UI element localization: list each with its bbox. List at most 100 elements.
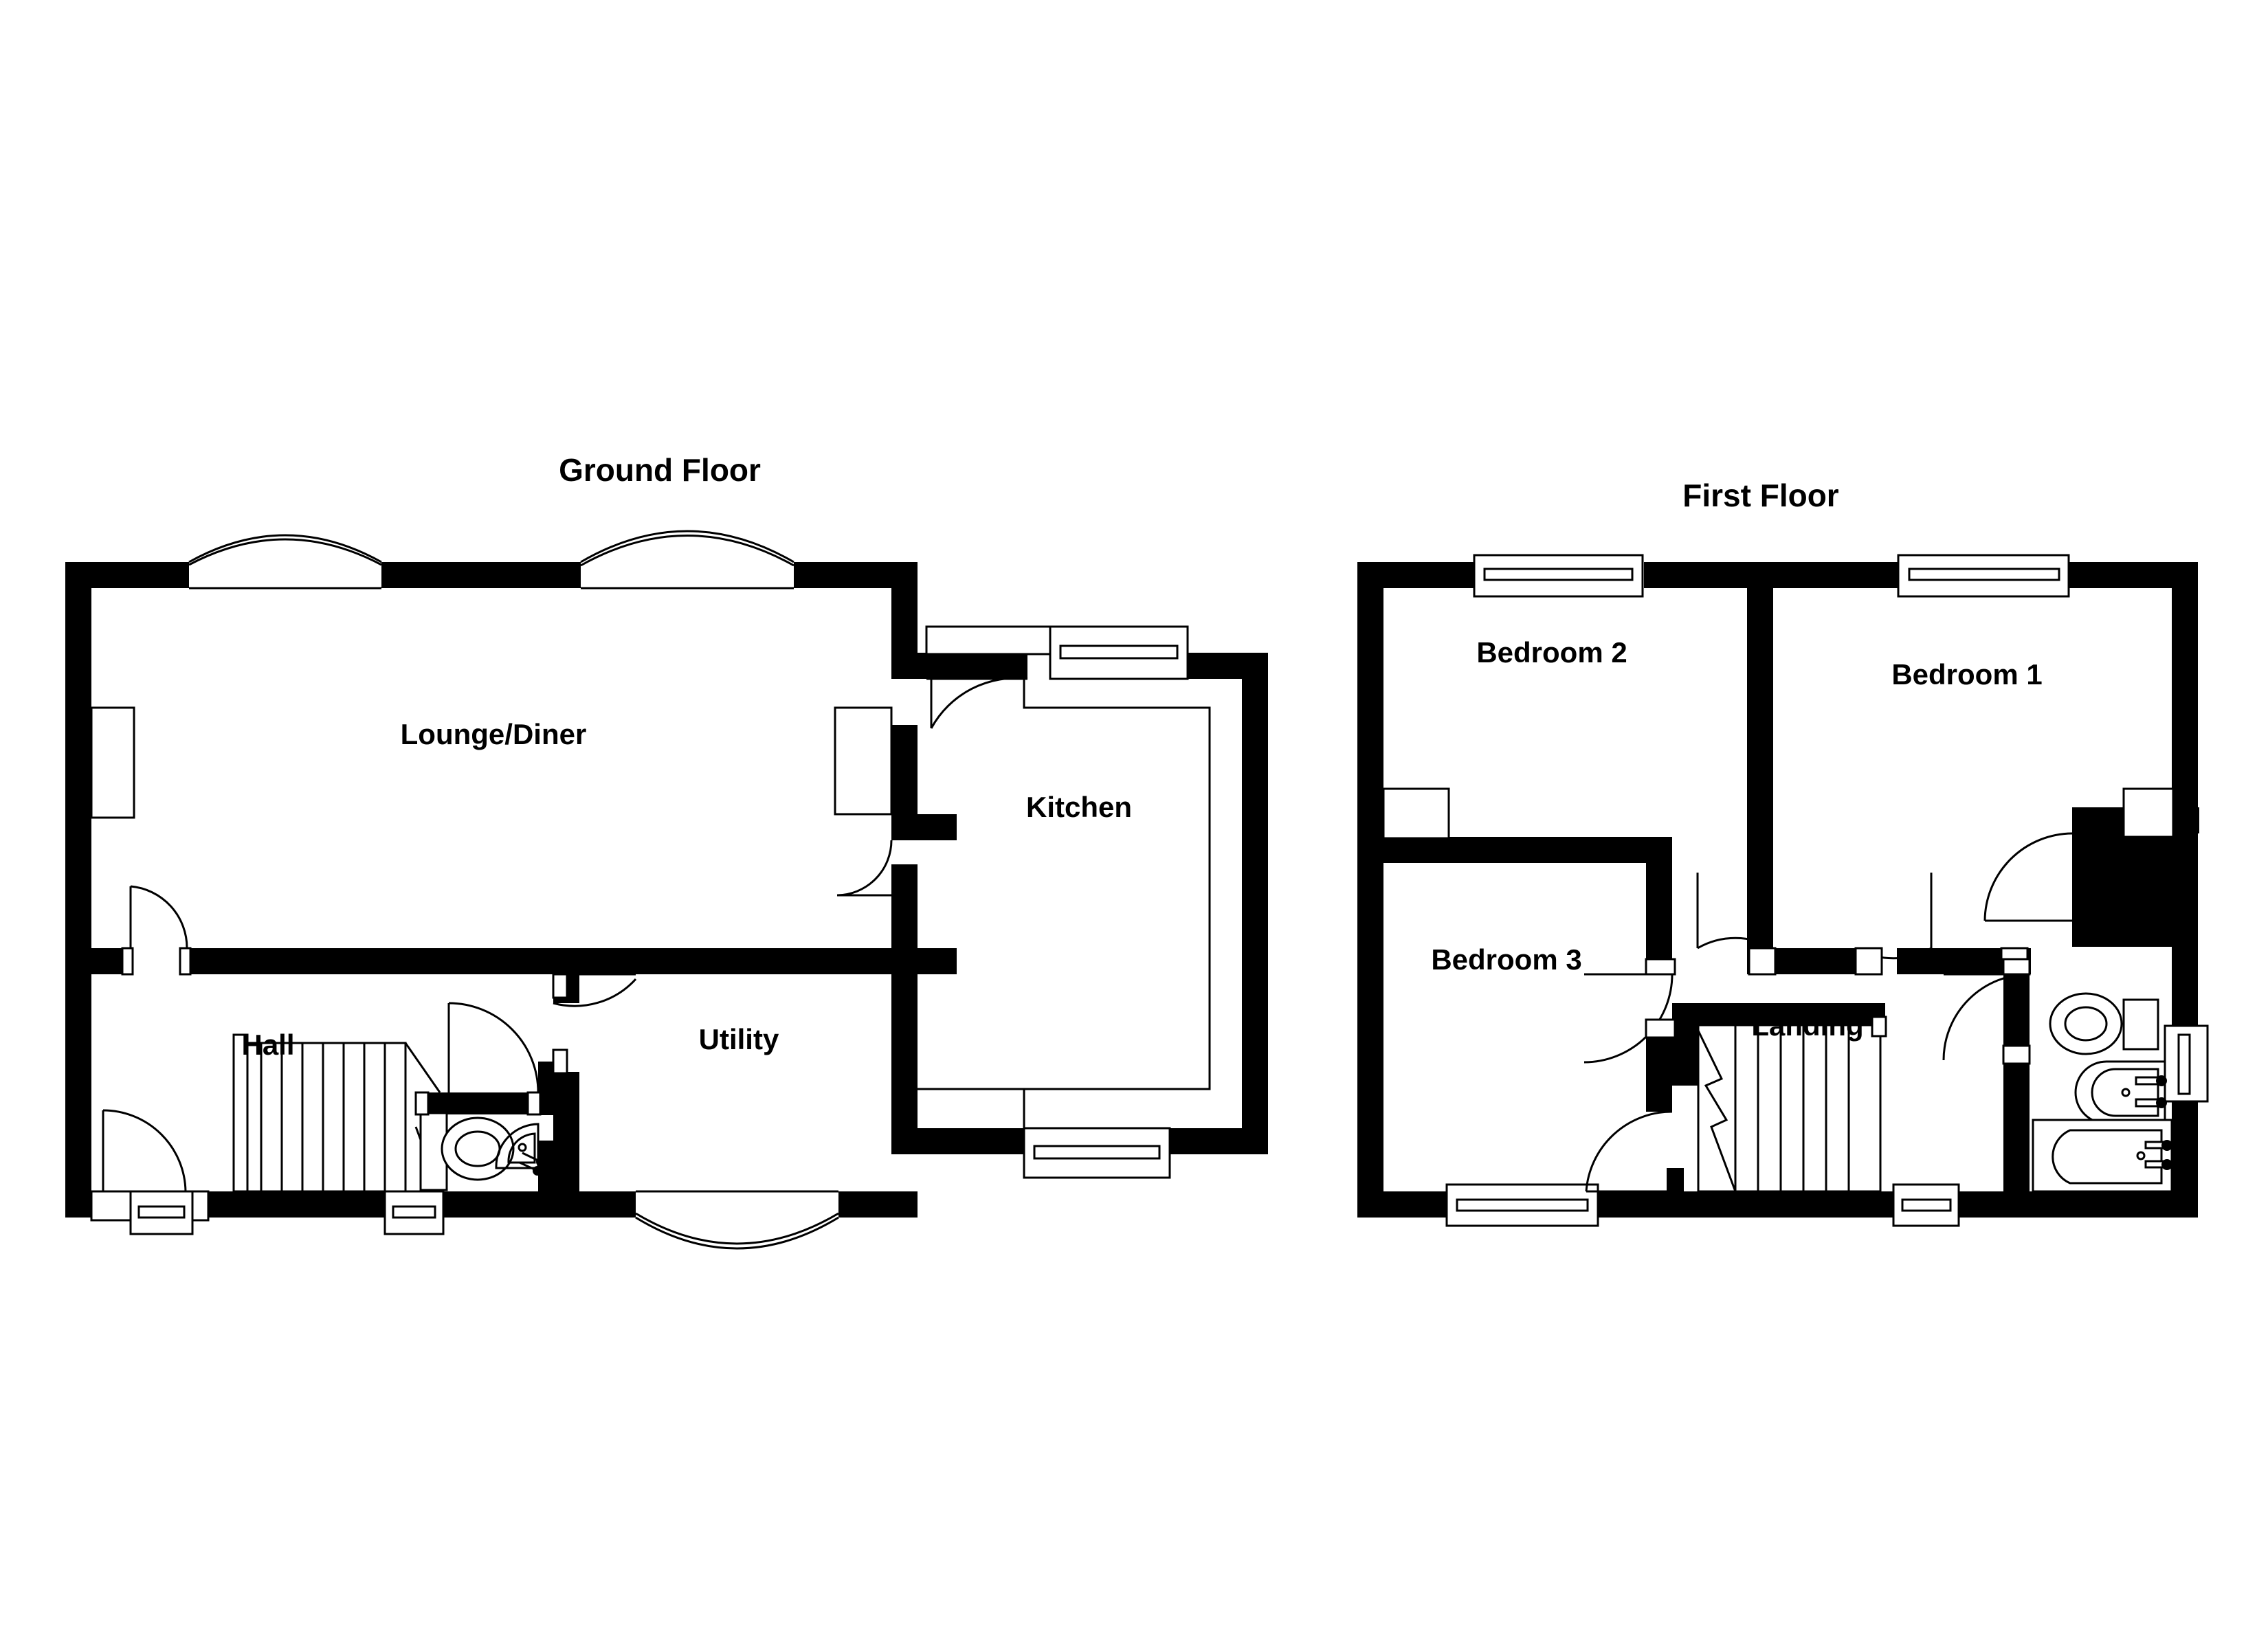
wall-bedroom2-bedroom1-divider [1747,588,1773,974]
wc-toilet-pan [441,1117,515,1181]
bedroom1-alcove [2122,787,2175,838]
wall-hall-lounge-left [65,948,131,974]
wall-kitchen-bottom-right [1168,1128,1268,1154]
door-lounge-kitchen-swing [836,840,893,897]
wall-lounge-kitchen-jog-lower [891,948,957,974]
door-bedroom3-jamb-bottom [1645,1018,1676,1039]
wc-cistern [419,1112,448,1191]
door-bedroom1-jamb-left [1854,947,1883,976]
stair-newel [246,1042,263,1193]
door-bedroom2-swing [1697,936,1774,950]
wall-kitchen-top-left [918,653,1027,679]
ground-floor-title: Ground Floor [559,452,761,488]
door-bathroom-jamb-bottom [2002,1044,2031,1065]
stair-treads [260,1042,407,1193]
bathroom-bath-inner [2052,1129,2163,1185]
wc-basin-plug [518,1143,527,1152]
window-bedroom2-bar [1483,568,1634,581]
door-bathroom-jamb-top [2002,958,2031,976]
wall-hall-bottom-left-corner [65,1191,91,1218]
door-kitchen-lobby-swing [930,677,1028,729]
window-landing-bar [1901,1198,1952,1212]
room-label-hall: Hall [241,1029,294,1061]
window-bedroom1-bar [1908,568,2060,581]
door-airing-cupboard-swing [1983,832,2073,921]
window-kitchen-top-bar [1059,644,1179,660]
window-bedroom3-bar [1456,1198,1589,1212]
wall-bedroom2-bedroom3-divider [1383,837,1672,863]
wall-first-bottom-seg1 [1357,1191,1447,1218]
wall-first-top-seg1 [1357,562,1474,588]
bathroom-bath-tap-knob-1 [2161,1140,2172,1151]
bathroom-basin-tap-2 [2135,1098,2159,1108]
landing-stair-winder [1697,1030,1737,1192]
door-lounge-hall-jamb-right [179,947,192,976]
wc-basin-bowl [507,1132,536,1164]
wall-bedroom1-bathroom-block [2072,833,2172,947]
window-hall-bar [137,1205,186,1219]
wall-bathroom-left [2003,974,2030,1191]
lounge-alcove-right [834,706,893,816]
bathroom-cistern [2122,998,2159,1051]
wall-stairwell-stub-bottom [1667,1168,1684,1191]
door-wc-swing [448,1002,540,1093]
bathroom-bath-tap-knob-2 [2161,1159,2172,1170]
wall-first-top-seg3 [2069,562,2198,588]
bow-window-lounge-right-inner [580,535,794,567]
door-utility-jamb-top [552,973,568,999]
wall-utility-bottom-right [838,1191,918,1218]
wall-lounge-front-left [65,562,189,588]
room-label-bedroom-1: Bedroom 1 [1891,658,2042,691]
bathroom-toilet-pan [2049,992,2123,1055]
room-label-lounge-diner: Lounge/Diner [401,718,587,750]
room-label-bedroom-2: Bedroom 2 [1476,636,1627,669]
door-wc-jamb-right [526,1091,542,1116]
wall-kitchen-bottom-left [914,1128,1024,1154]
wall-first-right-exterior [2172,562,2198,1218]
wall-lounge-kitchen-jog [891,814,957,840]
door-lounge-hall-jamb-left [121,947,134,976]
landing-stair-block [1697,1024,1882,1193]
wall-utility-kitchen-divider [891,974,918,1154]
door-bedroom2-jamb [1748,947,1777,976]
bathroom-basin-plug [2121,1088,2131,1097]
window-wc-bar [392,1205,436,1219]
bow-window-lounge-left-inner [188,538,382,566]
wc-basin-tap-knob-2 [533,1166,542,1176]
bow-window-utility-outer [635,1216,839,1250]
bathroom-basin-surround [2074,1060,2166,1125]
wall-hall-bottom-seg3 [430,1191,577,1218]
wall-lounge-right-mid [891,725,918,824]
door-utility-jamb-bottom [552,1048,568,1075]
first-floor-group: First Floor Bedroom 2 Bedroom 1 Bedroom … [1357,478,2209,1227]
stair-tread-block [260,1042,407,1193]
wall-bedroom3-right-upper [1646,837,1672,974]
landing-stair-newel [1871,1016,1887,1037]
door-bedroom3-jamb-top [1645,958,1676,976]
stair-winder-edge [404,1042,441,1093]
wall-first-top-seg2 [1644,562,1898,588]
bathroom-basin-tap-knob-2 [2156,1097,2167,1108]
window-kitchen-bottom-bar [1033,1145,1161,1160]
first-floor-title: First Floor [1682,478,1839,513]
bow-window-lounge-left-outer [188,534,382,563]
lounge-chimney-breast [90,706,135,819]
front-door-swing [102,1109,187,1192]
bathroom-basin-bowl [2091,1068,2159,1117]
wall-kitchen-right-exterior [1242,653,1268,1154]
bathroom-toilet-seat [2064,1006,2108,1042]
room-label-kitchen: Kitchen [1026,791,1132,823]
bathroom-basin-tap-knob-1 [2156,1075,2167,1086]
wall-stairwell-top [1672,1003,1885,1025]
bedroom2-alcove [1382,787,1450,840]
wall-bedroom3-right-lower [1646,1036,1672,1112]
ground-floor-group: Ground Floor Lounge/Diner Kitchen Hall U… [65,452,1268,1250]
bow-window-utility-inner [635,1212,839,1245]
wall-landing-door-stub-mid [1773,948,1856,974]
bow-window-lounge-right-outer [580,530,794,563]
room-label-utility: Utility [699,1023,779,1055]
bathroom-basin-tap-1 [2135,1076,2159,1086]
wall-utility-bottom-left [577,1191,636,1218]
